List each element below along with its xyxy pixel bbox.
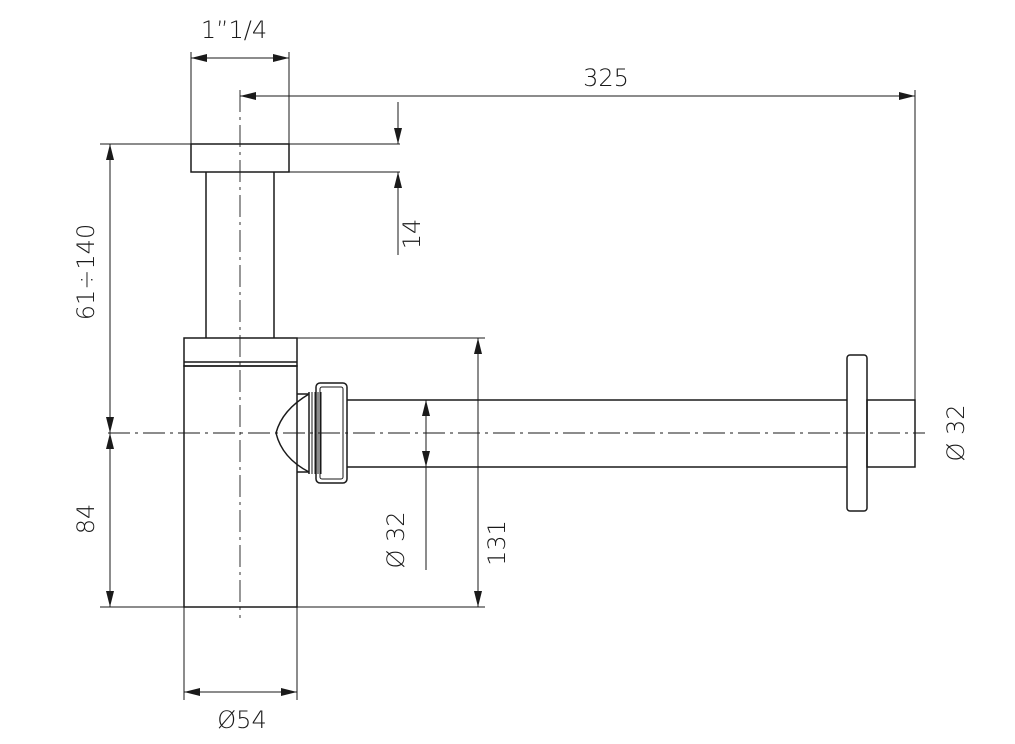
dimension-lines <box>106 54 915 696</box>
axis-height-label: 84 <box>72 504 100 535</box>
body-diameter-label: Ø54 <box>217 706 266 734</box>
centre-lines <box>108 90 925 618</box>
outlet-diameter-mid-label: Ø 32 <box>382 511 410 568</box>
adjust-height-label: 61÷140 <box>72 224 100 320</box>
body-height-label: 131 <box>483 520 511 566</box>
total-length-label: 325 <box>583 64 629 92</box>
trap-body <box>183 337 298 608</box>
inlet-pipe <box>205 172 275 338</box>
outlet-pipe <box>347 399 847 468</box>
outlet-diameter-right-label: Ø 32 <box>942 404 970 461</box>
extension-lines <box>100 52 916 700</box>
thread-size-label: 1”1/4 <box>201 16 267 44</box>
flange-thickness-label: 14 <box>398 219 426 250</box>
